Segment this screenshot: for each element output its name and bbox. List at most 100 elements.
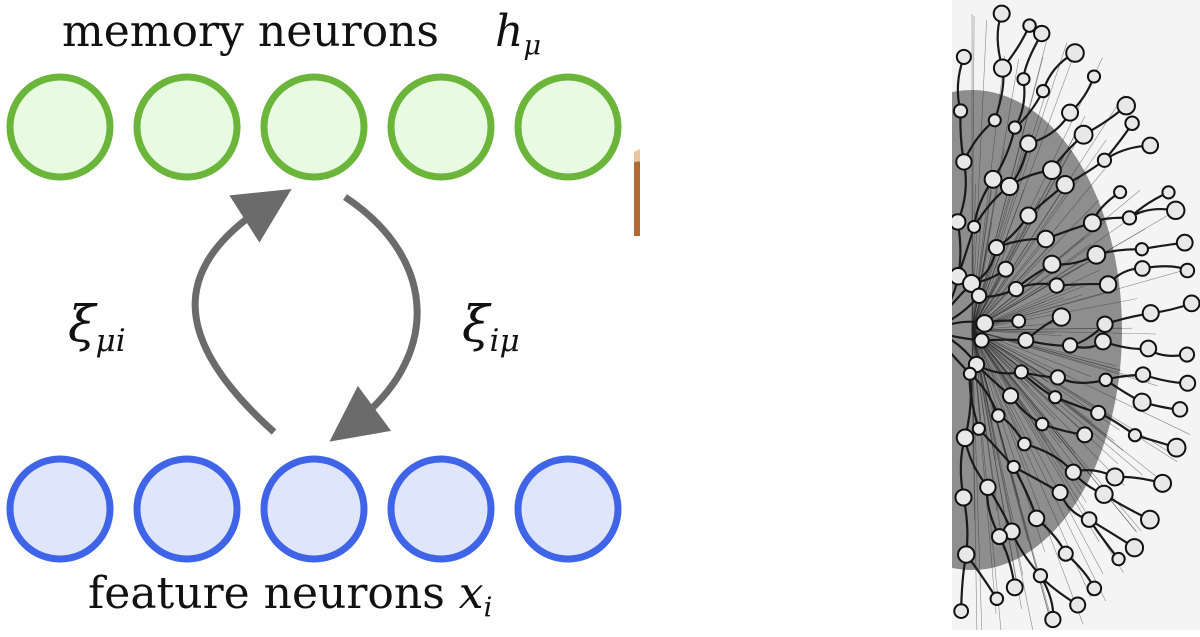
network-node xyxy=(1097,317,1112,332)
xi-down-symbol: ξ xyxy=(462,295,490,353)
hopfield-diagram: memory neurons hμ ξμi ξiμ feature neuron… xyxy=(0,0,640,630)
network-node xyxy=(1007,579,1023,595)
network-node xyxy=(957,429,974,446)
network-node xyxy=(1037,85,1049,97)
feature-neuron-5 xyxy=(518,459,618,559)
network-node xyxy=(1082,512,1097,527)
network-node xyxy=(976,315,993,332)
network-node xyxy=(1126,539,1143,556)
network-node xyxy=(1036,418,1048,430)
network-node xyxy=(1123,211,1136,224)
feature-symbol: x xyxy=(459,568,484,619)
feature-neuron-3 xyxy=(264,459,364,559)
feature-neurons-text: feature neurons xyxy=(88,568,445,619)
network-node xyxy=(975,333,989,347)
network-node xyxy=(1088,70,1100,82)
network-node xyxy=(1168,439,1186,457)
network-art-canvas xyxy=(952,0,1200,630)
network-node xyxy=(1098,154,1111,167)
network-node xyxy=(1167,202,1184,219)
network-node xyxy=(989,114,1001,126)
network-node xyxy=(1125,117,1138,130)
network-node xyxy=(1012,315,1025,328)
wood-strip-highlight xyxy=(634,146,640,162)
network-node xyxy=(985,171,1002,188)
network-node xyxy=(1045,612,1060,627)
network-node xyxy=(1112,553,1124,565)
network-node xyxy=(1173,402,1188,417)
network-node xyxy=(1043,161,1061,179)
network-node xyxy=(1059,547,1073,561)
network-node xyxy=(1177,235,1193,251)
network-node xyxy=(1134,394,1151,411)
network-node xyxy=(973,423,985,435)
network-node xyxy=(1034,569,1047,582)
memory-neuron-3 xyxy=(264,77,364,177)
network-node xyxy=(1018,438,1031,451)
network-node xyxy=(1106,468,1123,485)
network-node xyxy=(952,214,965,229)
network-node xyxy=(1018,333,1033,348)
memory-neuron-1 xyxy=(10,77,110,177)
network-node xyxy=(1088,582,1102,596)
network-node xyxy=(1162,186,1174,198)
xi-mu-i-label: ξμi xyxy=(68,294,126,371)
memory-neuron-5 xyxy=(518,77,618,177)
network-node xyxy=(964,368,976,380)
network-node xyxy=(1070,598,1085,613)
network-node xyxy=(968,221,980,233)
network-node xyxy=(957,50,971,64)
network-node xyxy=(1135,261,1150,276)
feature-neuron-1 xyxy=(10,459,110,559)
network-node xyxy=(1008,461,1020,473)
network-node xyxy=(1049,391,1061,403)
network-node xyxy=(1154,475,1171,492)
network-node xyxy=(1118,97,1135,114)
memory-neuron-row xyxy=(10,77,618,177)
network-node xyxy=(1066,465,1081,480)
network-node xyxy=(1129,429,1141,441)
memory-neuron-4 xyxy=(391,77,491,177)
network-node xyxy=(956,154,971,169)
network-node xyxy=(955,489,971,505)
network-node xyxy=(1095,334,1111,350)
xi-i-mu-label: ξiμ xyxy=(462,294,520,371)
network-node xyxy=(1009,121,1021,133)
network-node xyxy=(1091,406,1105,420)
xi-down-subscript: iμ xyxy=(490,323,520,359)
network-node xyxy=(958,546,974,562)
network-node xyxy=(992,529,1007,544)
network-node xyxy=(1142,138,1158,154)
network-node xyxy=(992,409,1005,422)
wood-strip-fragment xyxy=(634,156,640,236)
network-node xyxy=(1020,136,1036,152)
network-node xyxy=(1184,296,1200,312)
network-node xyxy=(1029,511,1045,527)
feature-neuron-4 xyxy=(391,459,491,559)
network-node xyxy=(1034,26,1049,41)
network-node xyxy=(1063,338,1077,352)
network-node xyxy=(1053,308,1070,325)
network-node xyxy=(1075,126,1093,144)
network-node xyxy=(1084,214,1101,231)
network-node xyxy=(1015,365,1028,378)
arrow-feature-to-memory xyxy=(195,204,274,432)
network-node xyxy=(1043,256,1060,273)
network-node xyxy=(1050,278,1064,292)
network-node xyxy=(1009,282,1023,296)
memory-neurons-label: memory neurons hμ xyxy=(62,4,541,75)
network-node xyxy=(1143,305,1159,321)
memory-neurons-text: memory neurons xyxy=(62,6,439,57)
xi-up-symbol: ξ xyxy=(68,295,96,353)
network-node xyxy=(1020,208,1036,224)
feature-subscript: i xyxy=(484,593,493,624)
network-node xyxy=(954,604,968,618)
network-node xyxy=(1100,374,1112,386)
network-node xyxy=(994,60,1011,77)
feature-neurons-label: feature neurons xi xyxy=(88,566,492,637)
network-node xyxy=(1051,370,1065,384)
network-node xyxy=(1136,243,1148,255)
network-node xyxy=(1057,176,1074,193)
feature-neuron-row xyxy=(10,459,618,559)
feature-neuron-2 xyxy=(137,459,237,559)
